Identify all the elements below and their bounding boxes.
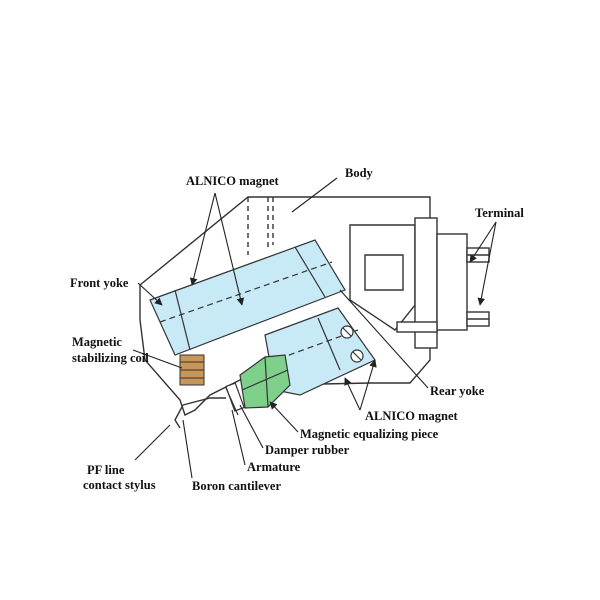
cantilever-stylus bbox=[174, 397, 226, 429]
label-magnetic-equalizing-piece: Magnetic equalizing piece bbox=[300, 427, 439, 441]
label-contact-stylus: contact stylus bbox=[83, 478, 156, 492]
label-stabilizing-coil-line1: Magnetic bbox=[72, 335, 122, 349]
damper-armature bbox=[225, 382, 245, 416]
lower-magnet-assembly bbox=[264, 307, 376, 396]
terminal-block bbox=[349, 217, 490, 349]
labels: ALNICO magnet Body Terminal Front yoke M… bbox=[70, 166, 524, 493]
stabilizing-coil bbox=[179, 354, 205, 386]
upper-magnet-assembly bbox=[149, 239, 346, 356]
label-stabilizing-coil-line2: stabilizing coil bbox=[72, 351, 149, 365]
label-alnico-magnet-top: ALNICO magnet bbox=[186, 174, 280, 188]
label-armature: Armature bbox=[247, 460, 301, 474]
label-rear-yoke: Rear yoke bbox=[430, 384, 485, 398]
label-terminal: Terminal bbox=[475, 206, 524, 220]
magnetic-equalizing-piece bbox=[239, 354, 291, 409]
label-damper-rubber: Damper rubber bbox=[265, 443, 350, 457]
label-boron-cantilever: Boron cantilever bbox=[192, 479, 281, 493]
leader-lines bbox=[132, 177, 497, 479]
label-front-yoke: Front yoke bbox=[70, 276, 129, 290]
label-alnico-magnet-bottom: ALNICO magnet bbox=[365, 409, 459, 423]
label-body: Body bbox=[345, 166, 374, 180]
label-pf-line: PF line bbox=[87, 463, 125, 477]
